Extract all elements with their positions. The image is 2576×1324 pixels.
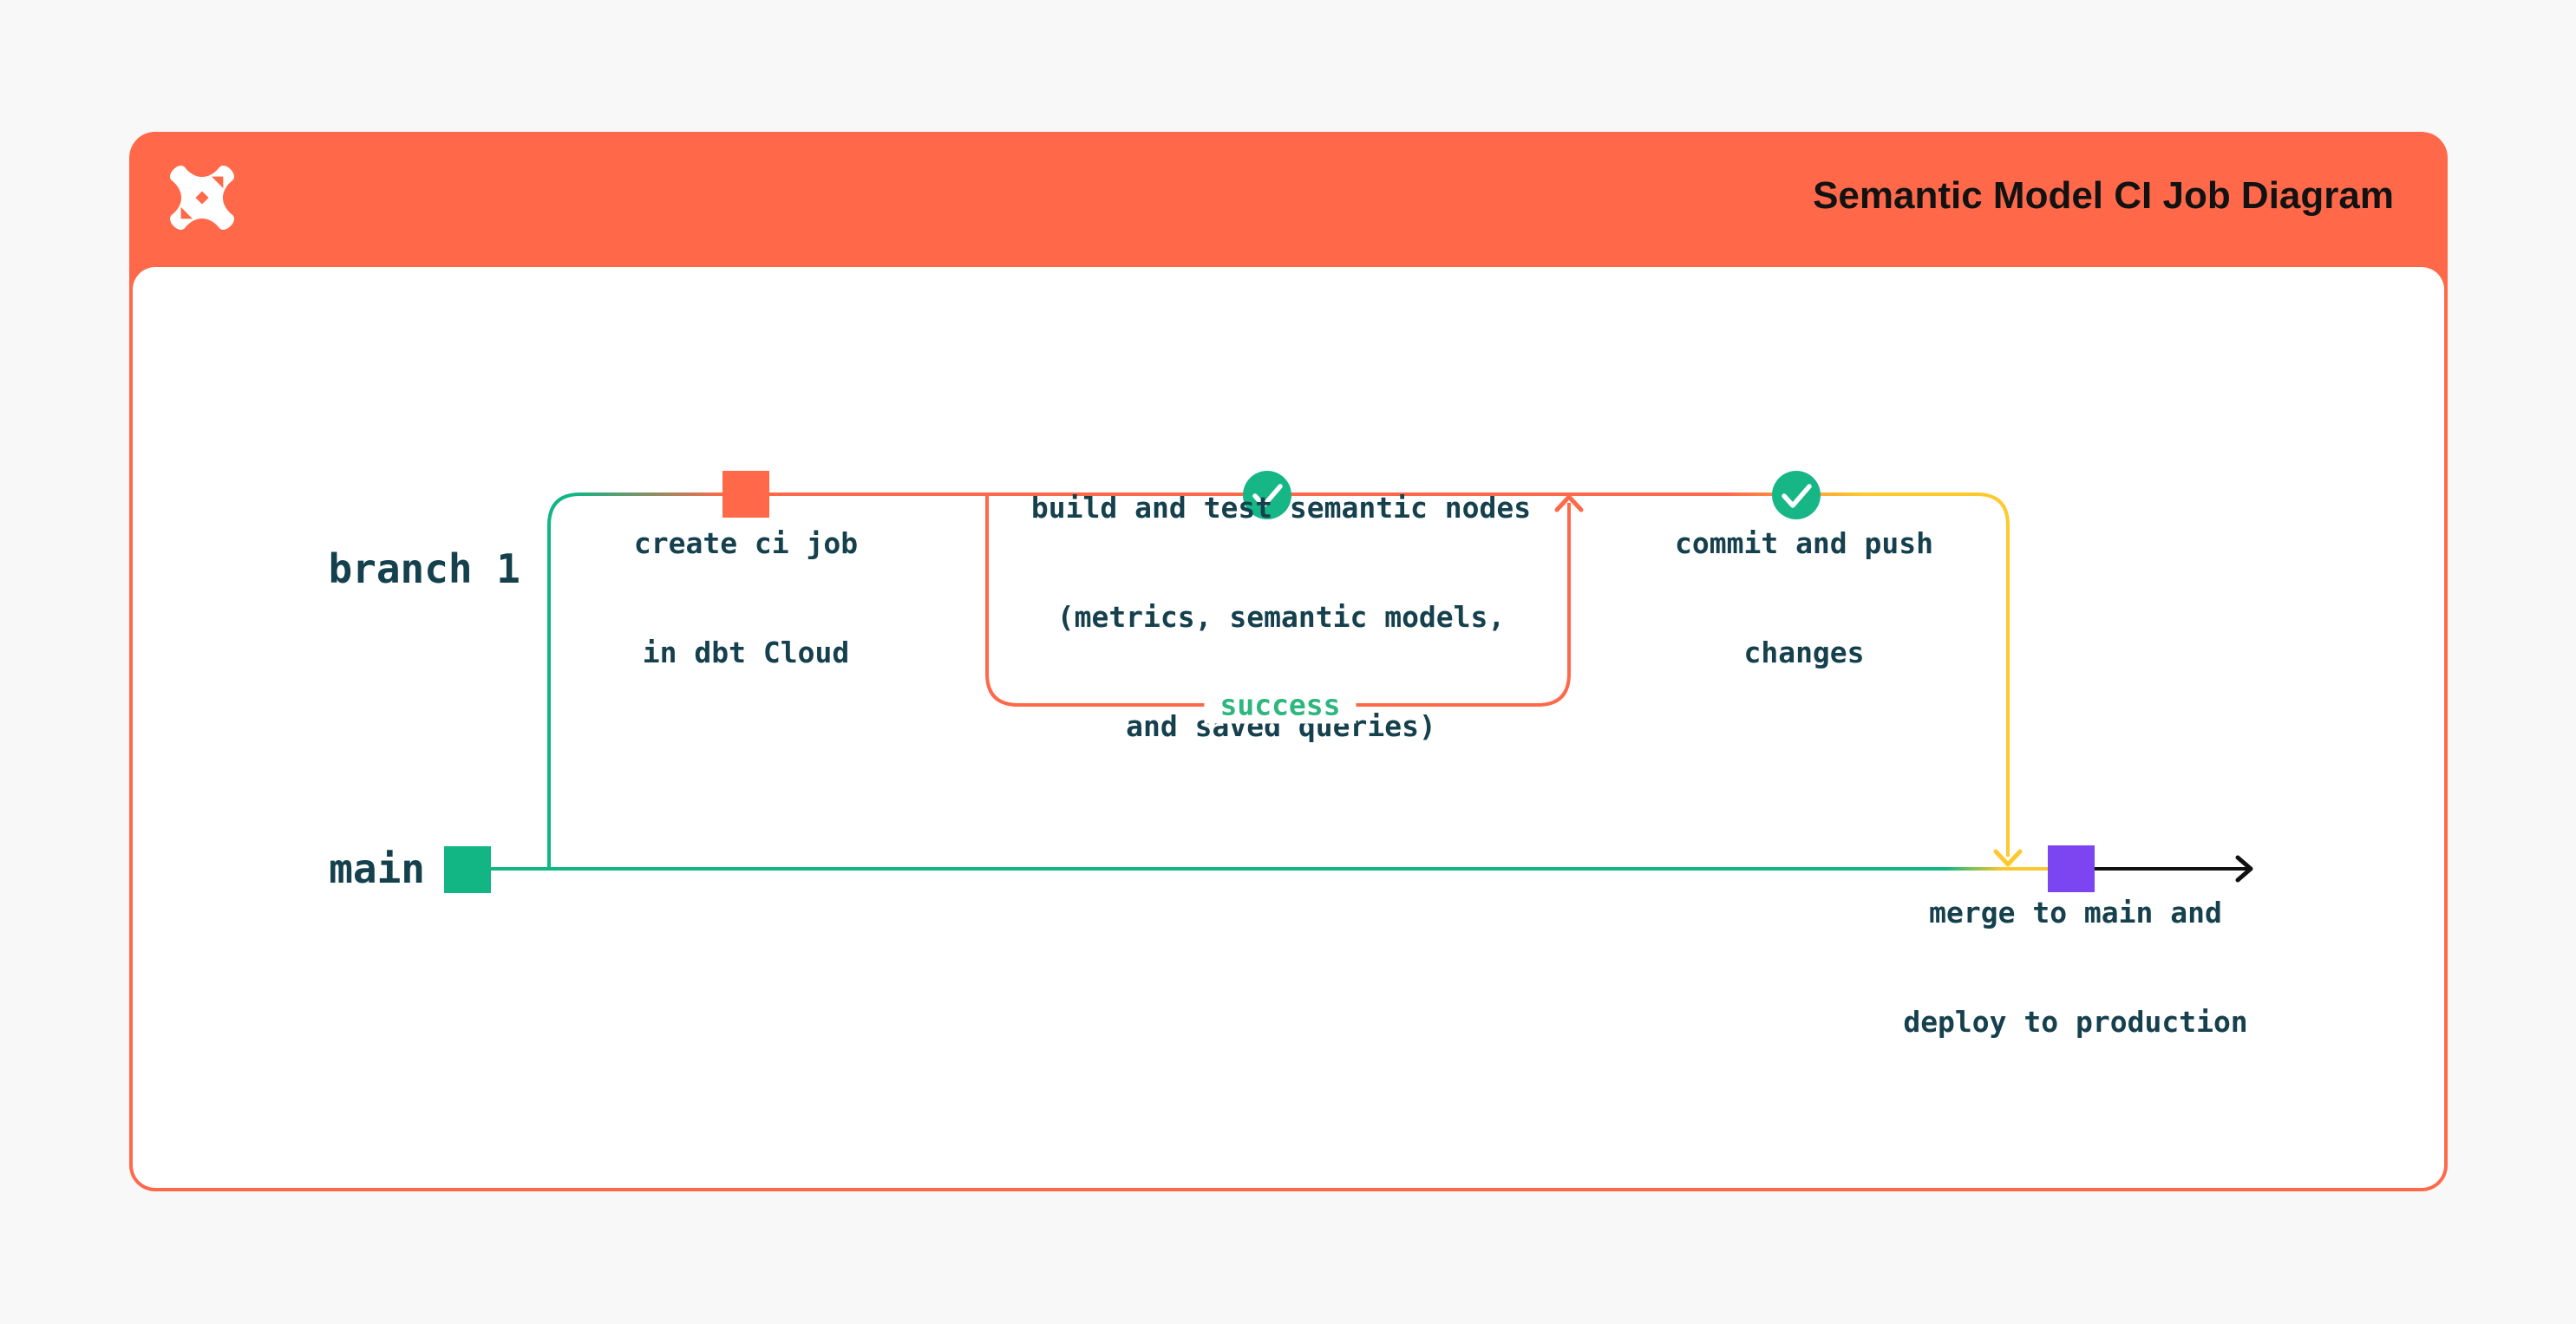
branch1-label: branch 1 [328,545,520,592]
create-ci-job-label-line2: in dbt Cloud [642,636,850,669]
create-ci-job-label: create ci job in dbt Cloud [634,453,858,708]
build-test-label-line1: build and test semantic nodes [1030,491,1532,525]
success-label: success [1204,686,1357,724]
dbt-logo-notch-sw [180,206,193,219]
dbt-logo-icon [170,166,234,230]
card-header: Semantic Model CI Job Diagram [129,132,2448,267]
merge-deploy-label-line1: merge to main and [1929,896,2222,929]
main-label: main [329,845,425,892]
card-body [133,267,2444,1188]
dbt-logo-center-hole [195,191,209,205]
diagram-card: Semantic Model CI Job Diagram [129,132,2448,1191]
dbt-logo-notch-ne [211,176,224,189]
merge-deploy-label: merge to main and deploy to production [1903,822,2247,1077]
build-test-label-line2: (metrics, semantic models, [1056,600,1506,634]
page-title: Semantic Model CI Job Diagram [1813,174,2394,217]
merge-deploy-label-line2: deploy to production [1903,1005,2248,1039]
create-ci-job-label-line1: create ci job [633,526,859,560]
build-test-label: build and test semantic nodes (metrics, … [1031,417,1531,781]
commit-push-label: commit and push changes [1675,453,1933,708]
commit-push-label-line2: changes [1743,636,1865,669]
commit-push-label-line1: commit and push [1674,526,1934,560]
